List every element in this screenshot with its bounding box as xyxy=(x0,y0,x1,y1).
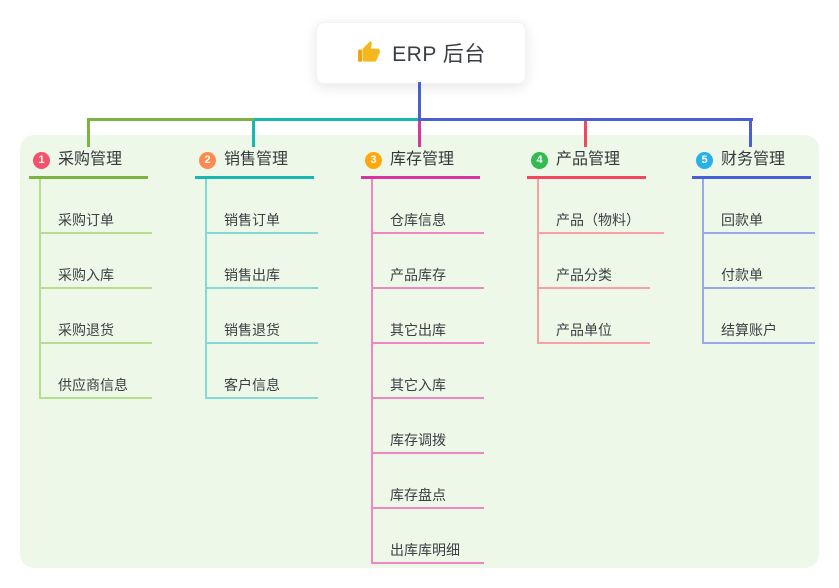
branch-header-inventory[interactable]: 3 库存管理 xyxy=(361,147,480,179)
branch-number-badge: 3 xyxy=(365,151,382,169)
child-node[interactable]: 其它出库 xyxy=(373,289,484,344)
branch-header-finance[interactable]: 5 财务管理 xyxy=(692,147,811,179)
branch-product: 4 产品管理 产品（物料） 产品分类 产品单位 xyxy=(527,147,697,344)
connector-bus-finance xyxy=(418,118,753,121)
branch-children: 仓库信息 产品库存 其它出库 其它入库 库存调拨 库存盘点 出库库明细 xyxy=(371,179,531,564)
child-node[interactable]: 出库库明细 xyxy=(373,509,484,564)
child-node[interactable]: 回款单 xyxy=(704,179,815,234)
connector-drop-product xyxy=(584,118,587,147)
branch-header-product[interactable]: 4 产品管理 xyxy=(527,147,646,179)
child-node[interactable]: 产品（物料） xyxy=(539,179,664,234)
child-node[interactable]: 库存盘点 xyxy=(373,454,484,509)
child-node[interactable]: 付款单 xyxy=(704,234,815,289)
child-node[interactable]: 其它入库 xyxy=(373,344,484,399)
branch-header-sales[interactable]: 2 销售管理 xyxy=(195,147,314,179)
branch-label: 产品管理 xyxy=(556,151,621,168)
branch-label: 库存管理 xyxy=(390,151,455,168)
branch-children: 采购订单 采购入库 采购退货 供应商信息 xyxy=(39,179,199,399)
connector-drop-sales xyxy=(252,118,255,147)
branch-inventory: 3 库存管理 仓库信息 产品库存 其它出库 其它入库 库存调拨 库存盘点 出库库… xyxy=(361,147,531,564)
root-node[interactable]: ERP 后台 xyxy=(316,22,526,84)
child-node[interactable]: 采购入库 xyxy=(41,234,152,289)
child-node[interactable]: 结算账户 xyxy=(704,289,815,344)
child-node[interactable]: 采购退货 xyxy=(41,289,152,344)
branch-procurement: 1 采购管理 采购订单 采购入库 采购退货 供应商信息 xyxy=(29,147,199,399)
child-node[interactable]: 仓库信息 xyxy=(373,179,484,234)
branch-number-badge: 5 xyxy=(696,151,713,169)
child-node[interactable]: 供应商信息 xyxy=(41,344,152,399)
branch-sales: 2 销售管理 销售订单 销售出库 销售退货 客户信息 xyxy=(195,147,365,399)
branch-children: 产品（物料） 产品分类 产品单位 xyxy=(537,179,697,344)
connector-bus-procurement xyxy=(87,118,254,121)
child-node[interactable]: 产品库存 xyxy=(373,234,484,289)
child-node[interactable]: 产品分类 xyxy=(539,234,650,289)
connector-drop-procurement xyxy=(87,118,90,147)
branch-header-procurement[interactable]: 1 采购管理 xyxy=(29,147,148,179)
branch-label: 销售管理 xyxy=(224,151,289,168)
child-node[interactable]: 销售出库 xyxy=(207,234,318,289)
branch-children: 销售订单 销售出库 销售退货 客户信息 xyxy=(205,179,365,399)
thumbs-up-icon xyxy=(358,41,381,62)
branch-number-badge: 2 xyxy=(199,151,216,169)
child-node[interactable]: 库存调拨 xyxy=(373,399,484,454)
branch-label: 采购管理 xyxy=(58,151,123,168)
connector-drop-inventory xyxy=(418,121,421,147)
branches-panel xyxy=(20,135,819,568)
child-node[interactable]: 客户信息 xyxy=(207,344,318,399)
branch-number-badge: 4 xyxy=(531,151,548,169)
branch-number-badge: 1 xyxy=(33,151,50,169)
branch-children: 回款单 付款单 结算账户 xyxy=(702,179,839,344)
child-node[interactable]: 采购订单 xyxy=(41,179,152,234)
child-node[interactable]: 销售退货 xyxy=(207,289,318,344)
child-node[interactable]: 产品单位 xyxy=(539,289,650,344)
branch-finance: 5 财务管理 回款单 付款单 结算账户 xyxy=(692,147,839,344)
connector-root-line xyxy=(418,82,421,121)
child-node[interactable]: 销售订单 xyxy=(207,179,318,234)
root-title: ERP 后台 xyxy=(392,43,486,66)
connector-drop-finance xyxy=(749,118,752,147)
branch-label: 财务管理 xyxy=(721,151,786,168)
connector-bus-sales xyxy=(254,118,418,121)
